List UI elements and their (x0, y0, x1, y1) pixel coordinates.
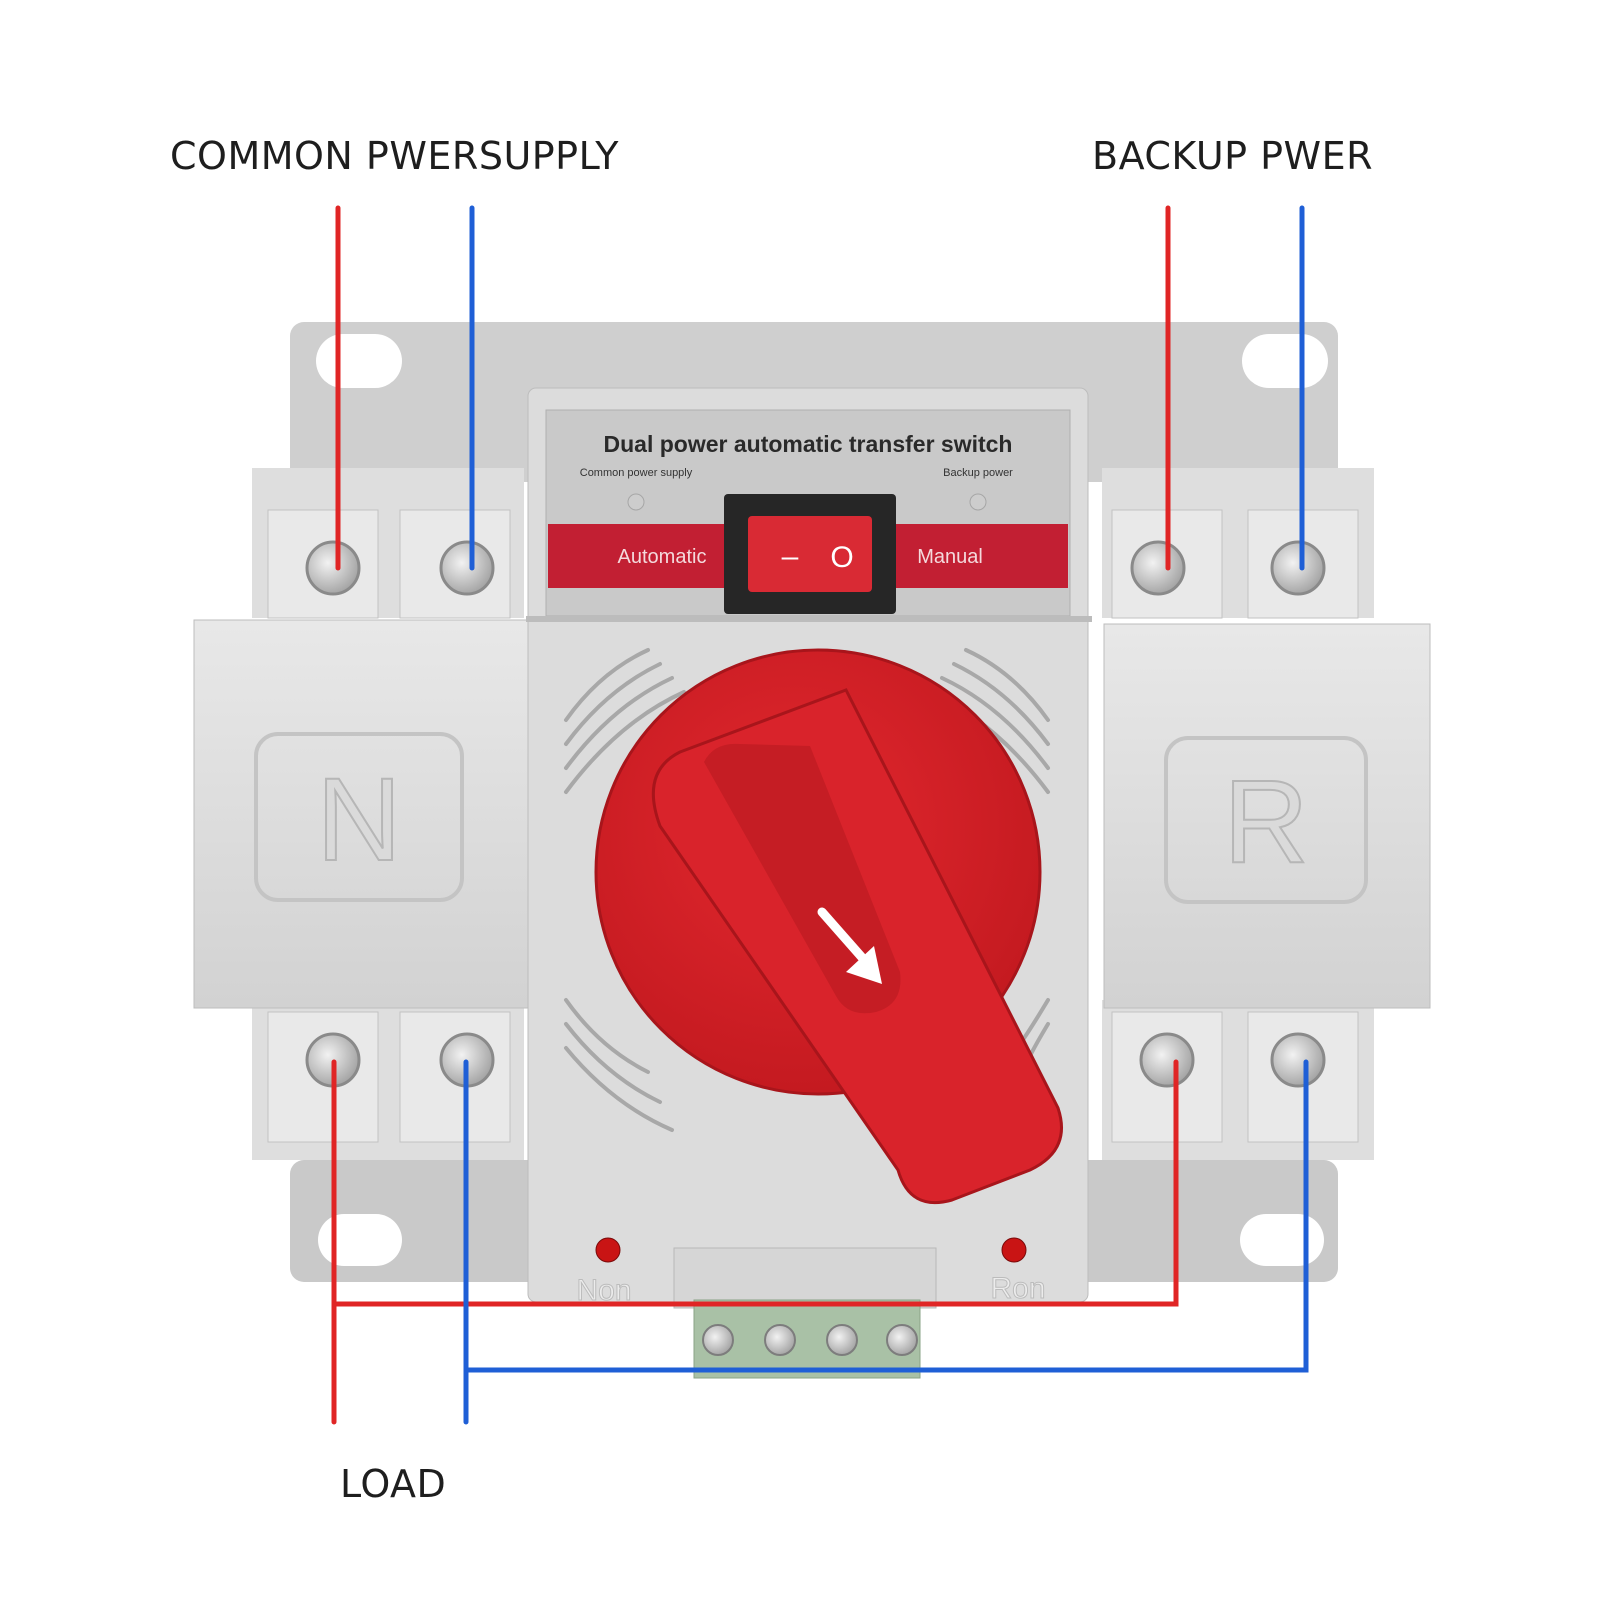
left-indicator-label: Common power supply (580, 467, 693, 479)
led-indicator-icon (595, 1237, 1027, 1263)
led-right-label: Ron (990, 1272, 1045, 1305)
mode-manual-label: Manual (917, 546, 983, 568)
load-live-wire (331, 1059, 1179, 1425)
lower-terminal-blocks (252, 1000, 1374, 1160)
rotary-handle[interactable] (594, 648, 1063, 1205)
screw-terminal-icon (702, 1324, 918, 1356)
load-neutral-wire (463, 1059, 1309, 1425)
rocker-right-symbol: O (830, 541, 853, 574)
device-title: Dual power automatic transfer switch (604, 431, 1013, 457)
vent-grilles (564, 648, 1050, 1132)
right-indicator-label: Backup power (943, 467, 1013, 479)
wiring (331, 205, 1309, 1425)
arrow-icon (817, 907, 882, 984)
load-label: LOAD (340, 1462, 447, 1506)
module-n: N (193, 619, 529, 1009)
upper-terminal-blocks (252, 468, 1374, 619)
rocker-left-symbol: – (782, 540, 799, 573)
module-right-letter: R (1223, 756, 1308, 888)
module-left-letter: N (316, 754, 401, 886)
bottom-connector (673, 1247, 937, 1379)
common-power-supply-label: COMMON PWERSUPPLY (170, 134, 619, 178)
mode-rocker-switch[interactable]: – O (724, 494, 896, 614)
module-r: R (1103, 623, 1431, 1009)
backup-power-label: BACKUP PWER (1092, 134, 1374, 178)
mode-automatic-label: Automatic (618, 546, 707, 568)
